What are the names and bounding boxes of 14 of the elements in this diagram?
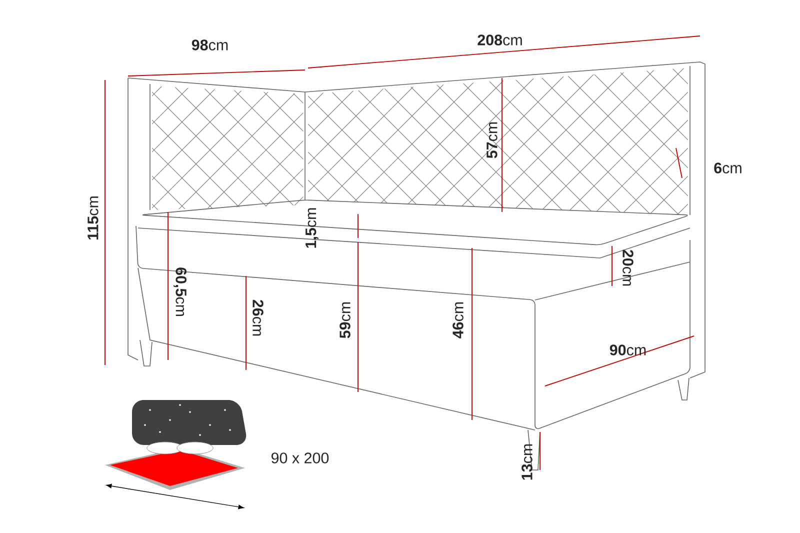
dimension-label: 26cm [252, 300, 264, 336]
dimension-label: 60,5cm [174, 268, 186, 316]
dimension-label: 98cm [192, 40, 228, 50]
dimension-label: 115cm [88, 196, 98, 240]
size-label: 90 x 200 [272, 452, 329, 464]
dimension-label: 90cm [610, 344, 646, 356]
dimension-label: 13cm [522, 444, 532, 480]
dimension-label: 20cm [622, 250, 634, 286]
dimension-label: 46cm [452, 302, 464, 338]
dimension-label: 208cm [478, 34, 522, 46]
dimension-label: 57cm [486, 122, 498, 158]
dimension-label: 59cm [340, 302, 350, 338]
dimension-label: 6cm [714, 162, 742, 174]
dimension-label: 1,5cm [306, 208, 318, 248]
